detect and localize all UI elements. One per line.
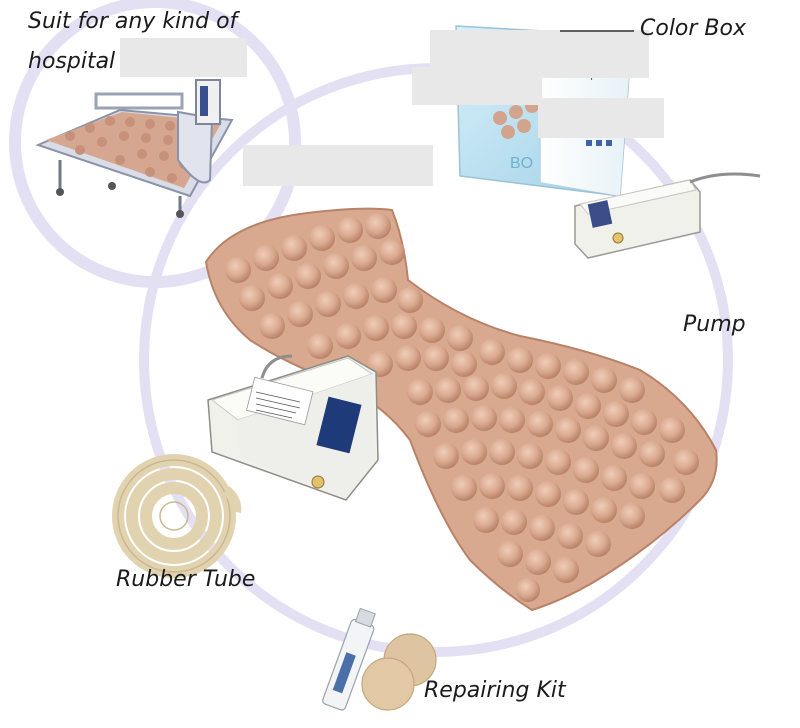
- caption-suit-hospital: Suit for any kind of hospital: [28, 2, 237, 82]
- rubber-tube-image: [112, 454, 242, 578]
- redaction-block: [412, 67, 542, 105]
- redaction-block: [120, 38, 247, 77]
- caption-line-2: hospital: [28, 49, 116, 74]
- pump-image: [207, 354, 379, 501]
- repairing-kit-image: [322, 607, 437, 711]
- air-mattress-image: [204, 207, 718, 612]
- caption-repairing-kit: Repairing Kit: [424, 678, 566, 703]
- svg-text:BO: BO: [510, 155, 533, 172]
- caption-pump: Pump: [683, 312, 746, 337]
- pump-image-small: [574, 172, 761, 259]
- caption-line-1: Suit for any kind of: [28, 9, 238, 34]
- redaction-block: [243, 145, 433, 186]
- redaction-block: [538, 98, 664, 138]
- hospital-bed-image: [35, 79, 234, 218]
- caption-color-box: Color Box: [640, 16, 747, 41]
- caption-rubber-tube: Rubber Tube: [116, 567, 256, 592]
